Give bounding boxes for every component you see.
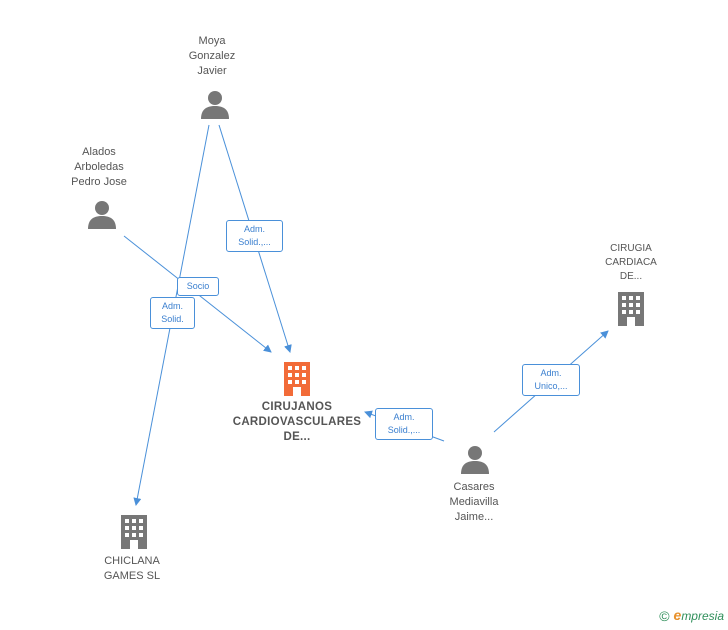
brand-name: mpresia <box>681 609 724 623</box>
node-label-moya[interactable]: Moya Gonzalez Javier <box>162 34 262 79</box>
node-label-line: Casares <box>453 481 495 493</box>
node-label-line: Jaime... <box>454 511 494 523</box>
edge-label-line: Adm. <box>393 412 415 422</box>
node-label-line: Gonzalez <box>188 50 236 62</box>
person-icon[interactable] <box>199 89 231 121</box>
main-company-building-icon[interactable] <box>282 362 312 396</box>
node-label-line: Mediavilla <box>449 496 499 508</box>
node-label-line: CIRUJANOS <box>261 401 333 413</box>
node-label-line: DE... <box>619 271 643 282</box>
edge-label-moya-chiclana[interactable]: Adm. Solid. <box>150 297 195 329</box>
person-icon[interactable] <box>459 444 491 476</box>
node-label-line: CARDIOVASCULARES <box>232 416 362 428</box>
company-building-icon[interactable] <box>616 292 646 326</box>
edge-label-line: Solid.,... <box>238 237 271 247</box>
edge-label-casares-cirujanos[interactable]: Adm. Solid.,... <box>375 408 433 440</box>
edge-label-line: Adm. <box>161 301 183 311</box>
node-label-alados[interactable]: Alados Arboledas Pedro Jose <box>49 145 149 190</box>
node-label-casares[interactable]: Casares Mediavilla Jaime... <box>422 480 526 525</box>
brand-initial: e <box>673 607 682 623</box>
node-label-cirujanos[interactable]: CIRUJANOS CARDIOVASCULARES DE... <box>212 400 382 445</box>
node-label-cirugia[interactable]: CIRUGIA CARDIACA DE... <box>586 242 676 284</box>
edge-label-alados-cirujanos[interactable]: Socio <box>177 277 219 296</box>
node-label-line: Arboledas <box>74 161 124 173</box>
edge-label-moya-cirujanos[interactable]: Adm. Solid.,... <box>226 220 283 252</box>
node-label-line: Moya <box>198 35 226 47</box>
node-label-line: GAMES SL <box>103 570 161 582</box>
edge-label-line: Socio <box>186 281 210 291</box>
node-label-line: Javier <box>197 65 227 77</box>
node-label-line: CHICLANA <box>104 555 160 567</box>
edge-label-line: Solid. <box>161 314 184 324</box>
edge-label-line: Unico,... <box>534 381 568 391</box>
node-label-line: Alados <box>82 146 116 158</box>
edge-label-line: Solid.,... <box>387 425 421 435</box>
edge-label-casares-cirugia[interactable]: Adm. Unico,... <box>522 364 580 396</box>
node-label-chiclana[interactable]: CHICLANA GAMES SL <box>82 554 182 584</box>
edge-label-line: Adm. <box>540 368 562 378</box>
edge-label-line: Adm. <box>243 224 265 234</box>
company-building-icon[interactable] <box>119 515 149 549</box>
footer-brand: ©empresia <box>659 607 724 624</box>
copyright-icon: © <box>659 608 670 624</box>
node-label-line: CARDIACA <box>605 257 657 268</box>
node-label-line: DE... <box>283 431 311 443</box>
node-label-line: Pedro Jose <box>71 176 127 188</box>
person-icon[interactable] <box>86 199 118 231</box>
node-label-line: CIRUGIA <box>610 243 652 254</box>
